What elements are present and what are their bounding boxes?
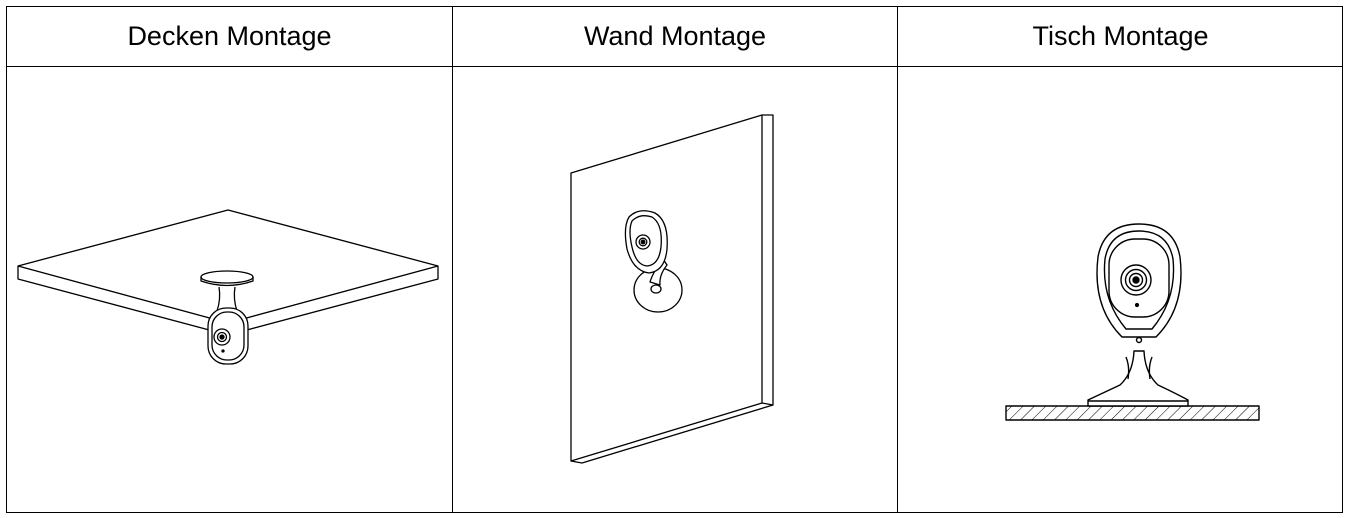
table-mount-camera-illustration	[1005, 223, 1260, 421]
cell-ceiling-mount	[7, 67, 452, 512]
heading-ceiling-mount: Decken Montage	[127, 21, 332, 51]
ceiling-mount-camera-illustration	[17, 209, 439, 365]
heading-wall-mount: Wand Montage	[583, 21, 767, 51]
column-divider	[452, 7, 453, 512]
column-divider	[897, 7, 898, 512]
mounting-table: Decken Montage Wand Montage Tisch Montag…	[6, 6, 1343, 513]
heading-table-mount: Tisch Montage	[1032, 21, 1209, 51]
header-divider	[7, 66, 1342, 67]
cell-wall-mount	[453, 67, 897, 512]
cell-table-mount	[898, 67, 1343, 512]
wall-mount-camera-illustration	[570, 114, 774, 464]
